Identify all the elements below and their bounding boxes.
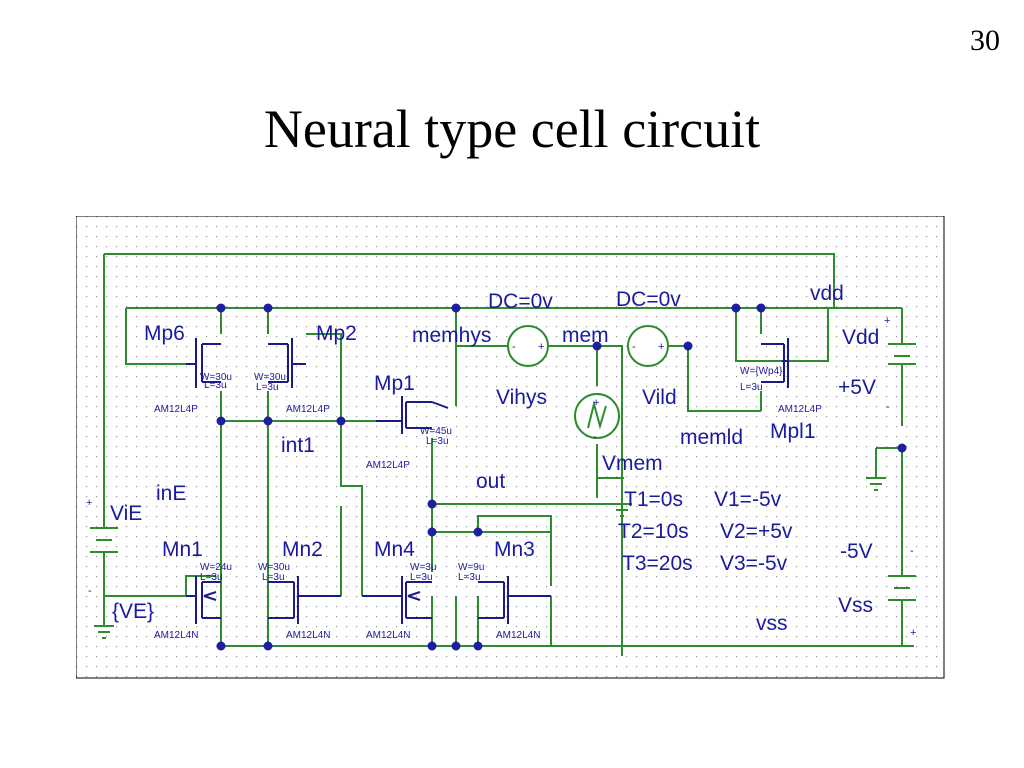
mn3-symbol [478, 576, 551, 624]
mn2-model: AM12L4N [286, 630, 330, 641]
mn4-l: L=3u [410, 572, 433, 583]
vmem-t3: T3=20s [622, 552, 693, 575]
vmem-t2: T2=10s [618, 520, 689, 543]
vie-plus: + [86, 497, 92, 509]
mn4-model: AM12L4N [366, 630, 410, 641]
vihys-value: DC=0v [488, 290, 553, 313]
svg-text:-: - [632, 341, 636, 353]
net-memhys: memhys [412, 324, 491, 347]
vild-value: DC=0v [616, 288, 681, 311]
mn2-name: Mn2 [282, 538, 323, 561]
svg-text:+: + [593, 397, 599, 409]
svg-text:-: - [512, 341, 516, 353]
mpl1-symbol [761, 338, 789, 388]
mp1-model: AM12L4P [366, 460, 410, 471]
vmem-v3: V3=-5v [720, 552, 788, 575]
slide-number: 30 [970, 24, 1000, 57]
mpl1-w: W={Wp4} [740, 366, 783, 377]
circuit-schematic: - + - + + - [76, 216, 945, 679]
vmem-v1: V1=-5v [714, 488, 782, 511]
mp1-name: Mp1 [374, 372, 415, 395]
source-symbols: - + - + + - [90, 325, 916, 601]
mn4-symbol [362, 576, 432, 624]
vss-plus: + [910, 627, 916, 639]
vss-battery [888, 575, 916, 601]
mn1-l: L=3u [200, 572, 223, 583]
vild-symbol: - + [627, 325, 669, 367]
mp2-w: W=30u [254, 372, 286, 383]
vdd-plus: + [884, 315, 890, 327]
transistor-symbols [186, 338, 789, 624]
vmem-t1: T1=0s [624, 488, 683, 511]
svg-text:-: - [593, 431, 597, 443]
mp1-l: L=3u [426, 436, 449, 447]
vdd-minus: - [886, 401, 890, 413]
vmem-name: Vmem [602, 452, 663, 475]
slide-title: Neural type cell circuit [263, 99, 761, 159]
net-mem: mem [562, 324, 609, 347]
vmem-symbol: + - [574, 393, 620, 443]
vmem-v2: V2=+5v [720, 520, 793, 543]
vie-value: {VE} [112, 600, 154, 623]
mp6-model: AM12L4P [154, 404, 198, 415]
vdd-battery [888, 343, 916, 365]
mn1-name: Mn1 [162, 538, 203, 561]
svg-text:+: + [538, 341, 544, 353]
mp6-name: Mp6 [144, 322, 185, 345]
mn4-w: W=3u [410, 562, 436, 573]
mn2-symbol [268, 576, 341, 624]
mp1-w: W=45u [420, 426, 452, 437]
net-vss: vss [756, 612, 788, 635]
vdd-name: Vdd [842, 326, 879, 349]
mp6-w: W=30u [200, 372, 232, 383]
mp6-symbol [186, 338, 221, 388]
mp2-model: AM12L4P [286, 404, 330, 415]
mn1-symbol [186, 576, 221, 624]
mn2-w: W=30u [258, 562, 290, 573]
net-int1: int1 [281, 434, 315, 457]
mp6-l: L=3u [204, 380, 227, 391]
mpl1-model: AM12L4P [778, 404, 822, 415]
mn1-model: AM12L4N [154, 630, 198, 641]
vie-name: ViE [110, 502, 142, 525]
svg-text:+: + [658, 341, 664, 353]
wires [103, 253, 914, 656]
mn1-w: W=24u [200, 562, 232, 573]
mp1-symbol [376, 396, 449, 434]
labels: vdd vss memhys mem memld int1 out inE Mp… [86, 282, 916, 641]
vss-value: -5V [840, 540, 873, 563]
vihys-symbol: - + [507, 325, 549, 367]
vss-name: Vss [838, 594, 873, 617]
mn2-l: L=3u [262, 572, 285, 583]
net-vdd: vdd [810, 282, 844, 305]
vss-minus: - [910, 545, 914, 557]
mp2-name: Mp2 [316, 322, 357, 345]
net-memld: memld [680, 426, 743, 449]
net-out: out [476, 470, 505, 493]
mn3-name: Mn3 [494, 538, 535, 561]
ground-symbols [94, 477, 886, 639]
junction-dots [216, 303, 907, 651]
mn3-model: AM12L4N [496, 630, 540, 641]
vihys-name: Vihys [496, 386, 547, 409]
mn3-w: W=9u [458, 562, 484, 573]
vie-battery [90, 527, 118, 553]
vdd-value: +5V [838, 376, 876, 399]
mp2-l: L=3u [256, 382, 279, 393]
vie-minus: - [88, 585, 92, 597]
mpl1-name: Mpl1 [770, 420, 816, 443]
vild-name: Vild [642, 386, 677, 409]
mpl1-l: L=3u [740, 382, 763, 393]
mn3-l: L=3u [458, 572, 481, 583]
mn4-name: Mn4 [374, 538, 415, 561]
mp2-symbol [268, 338, 306, 388]
net-inE: inE [156, 482, 186, 505]
